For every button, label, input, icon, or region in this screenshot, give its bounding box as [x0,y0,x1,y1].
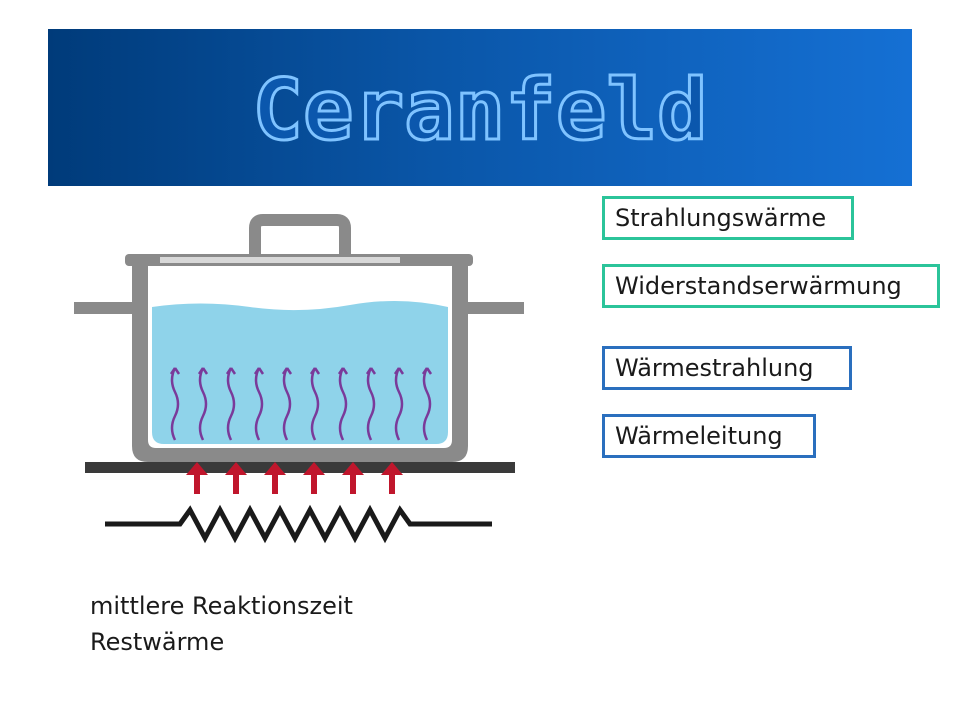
title-banner: Ceranfeld [48,29,912,186]
steam-waves [169,367,433,441]
label-strahlungswaerme: Strahlungswärme [602,196,854,240]
label-waermeleitung: Wärmeleitung [602,414,816,458]
label-waermestrahlung-text: Wärmestrahlung [615,354,814,382]
heating-resistor [105,504,492,544]
label-widerstandserwaermung: Widerstandserwärmung [602,264,940,308]
label-waermeleitung-text: Wärmeleitung [615,422,783,450]
water [152,300,448,444]
pot-on-cooktop-diagram [60,200,540,560]
note-reaction-time: mittlere Reaktionszeit [90,592,353,620]
notes-block: mittlere Reaktionszeit Restwärme [90,588,353,660]
heat-arrows [186,462,403,494]
left-pot-handle [74,302,138,314]
label-strahlungswaerme-text: Strahlungswärme [615,204,827,232]
note-residual-heat: Restwärme [90,628,225,656]
label-widerstandserwaermung-text: Widerstandserwärmung [615,272,902,300]
label-waermestrahlung: Wärmestrahlung [602,346,852,390]
ceramic-cooktop-plate [85,462,515,473]
right-pot-handle [460,302,524,314]
lid-handle [249,214,351,258]
banner-title: Ceranfeld [252,61,707,159]
